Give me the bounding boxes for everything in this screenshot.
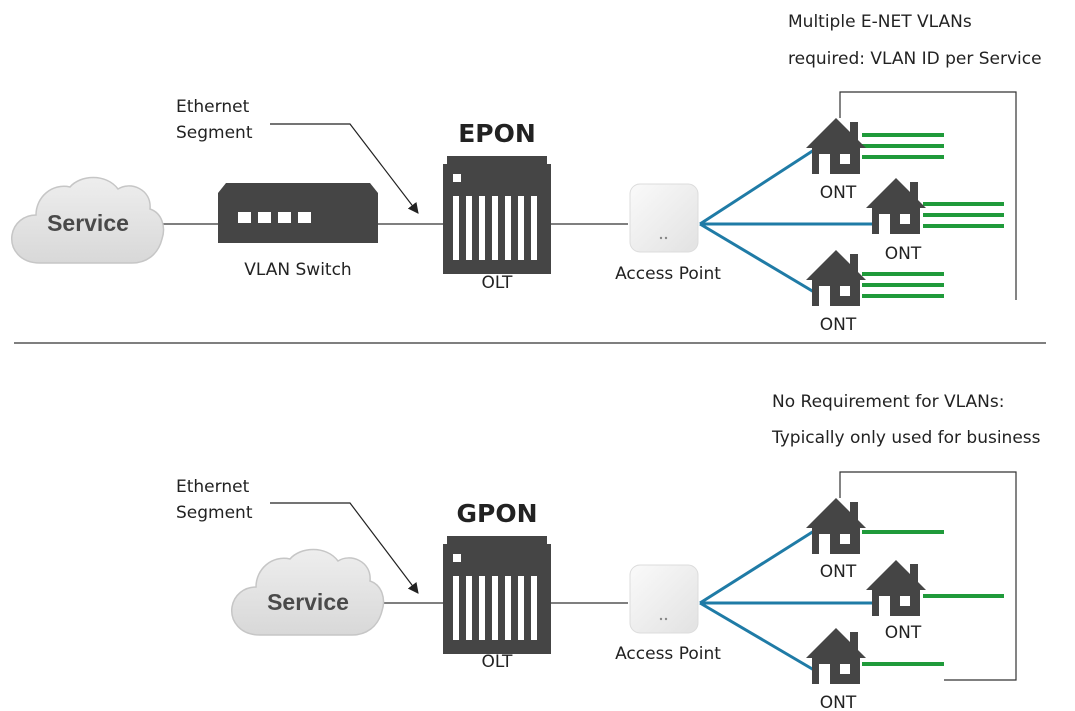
ont-house-icon (806, 628, 866, 684)
ethernet-segment-arrow (270, 502, 419, 594)
vlan-note-bracket (839, 91, 1017, 300)
ont-house-icon (806, 118, 866, 174)
service-cloud: Service (230, 548, 385, 636)
cloud-label: Service (47, 210, 129, 236)
gpon-section: Service Ethernet Segment GPON OLT Access… (176, 392, 1041, 711)
olt-label: OLT (482, 273, 514, 293)
vlan-note-line1: Multiple E-NET VLANs (788, 12, 972, 32)
ont-label: ONT (820, 693, 857, 711)
ont-house-icon (806, 498, 866, 554)
service-cloud: Service (10, 176, 165, 264)
ont-house-icon (866, 178, 926, 234)
fiber-links (699, 148, 874, 294)
vlan-note-line1: No Requirement for VLANs: (772, 392, 1004, 412)
ethernet-segment-label-line1: Ethernet (176, 477, 250, 497)
service-lines (862, 133, 1004, 298)
cloud-label: Service (267, 589, 349, 615)
access-point-icon (629, 183, 699, 253)
access-point-label: Access Point (615, 264, 721, 284)
ethernet-segment-label-line2: Segment (176, 123, 253, 143)
olt-label: OLT (482, 652, 514, 672)
epon-title: EPON (458, 119, 536, 148)
epon-section: Service VLAN Switch Ethernet Segment EPO… (10, 12, 1042, 335)
ont-label: ONT (885, 244, 922, 264)
ont-label: ONT (820, 183, 857, 203)
vlan-switch-label: VLAN Switch (244, 260, 351, 280)
fiber-links (699, 529, 874, 672)
ont-house-icon (866, 560, 926, 616)
vlan-note-line2: required: VLAN ID per Service (788, 49, 1042, 69)
gpon-title: GPON (456, 499, 537, 528)
ont-label: ONT (820, 562, 857, 582)
olt-icon (443, 156, 551, 274)
access-point-icon (629, 564, 699, 634)
olt-icon (443, 536, 551, 654)
ont-label: ONT (885, 623, 922, 643)
ont-label: ONT (820, 315, 857, 335)
access-point-label: Access Point (615, 644, 721, 664)
ethernet-segment-arrow (270, 123, 419, 214)
service-lines (862, 530, 1004, 666)
ethernet-segment-label-line1: Ethernet (176, 97, 250, 117)
vlan-switch-icon (218, 183, 378, 243)
ethernet-segment-label-line2: Segment (176, 503, 253, 523)
ont-house-icon (806, 250, 866, 306)
vlan-note-bracket (839, 471, 1017, 681)
vlan-note-line2: Typically only used for business (771, 428, 1041, 448)
